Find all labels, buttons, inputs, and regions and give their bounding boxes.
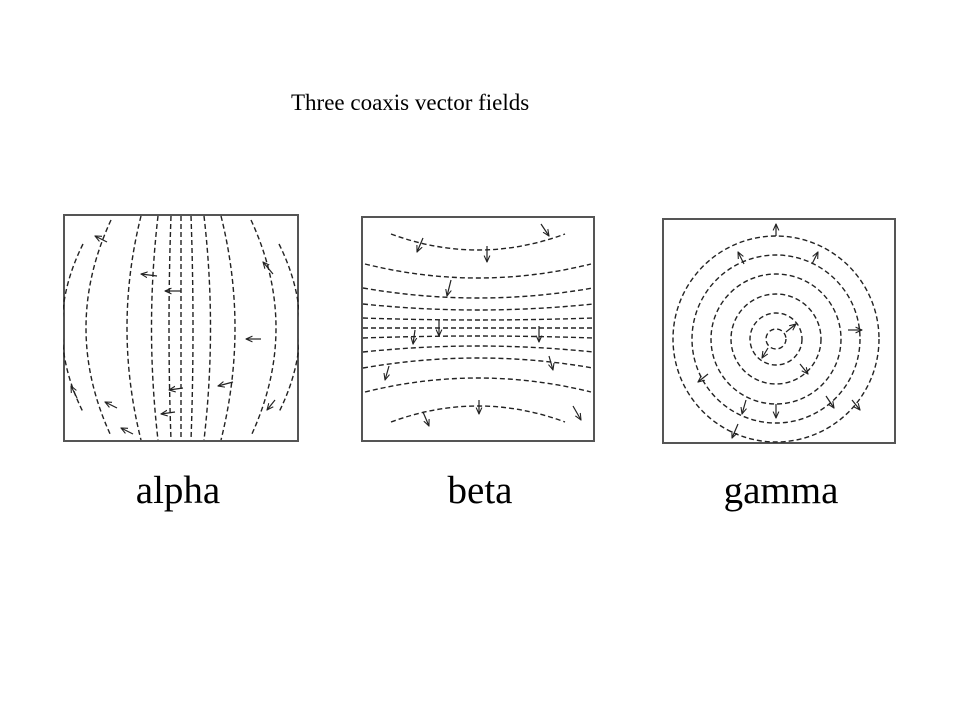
beta-vector-field-panel — [361, 216, 595, 442]
alpha-arrows — [71, 236, 276, 435]
beta-field-lines — [362, 233, 594, 423]
beta-frame — [361, 216, 595, 442]
beta-arrows — [385, 223, 581, 426]
figure-title: Three coaxis vector fields — [291, 90, 530, 115]
gamma-label: gamma — [723, 469, 839, 512]
alpha-vector-field-panel — [63, 214, 299, 442]
gamma-vector-field-diagram — [662, 218, 896, 444]
alpha-label: alpha — [135, 469, 221, 512]
gamma-frame — [662, 218, 896, 444]
gamma-arrows — [698, 224, 862, 438]
beta-label: beta — [447, 469, 513, 512]
gamma-field-lines — [672, 235, 880, 443]
alpha-field-lines — [63, 215, 299, 441]
gamma-vector-field-panel — [662, 218, 896, 444]
alpha-vector-field-diagram — [63, 214, 299, 442]
beta-vector-field-diagram — [361, 216, 595, 442]
alpha-frame — [63, 214, 299, 442]
